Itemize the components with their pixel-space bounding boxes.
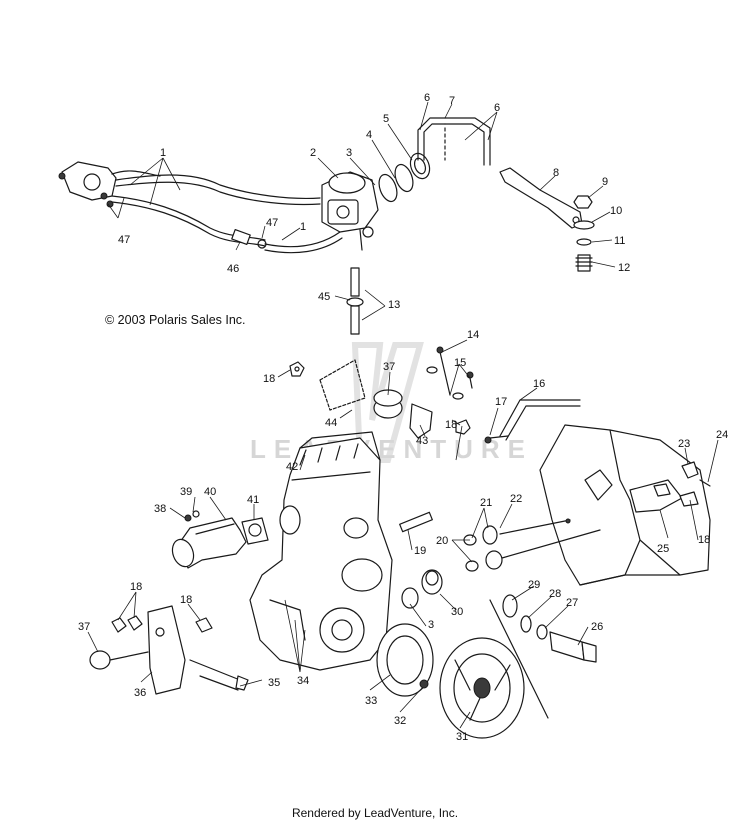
callout-27: 27 [566, 597, 578, 609]
callout-3: 3 [428, 619, 434, 631]
bolts-35 [189, 659, 249, 691]
callout-29: 29 [528, 579, 540, 591]
callout-47: 47 [118, 234, 130, 246]
frame-section [539, 424, 711, 586]
spacer-29-28-27 [502, 594, 548, 640]
carb-boots [378, 152, 431, 203]
carburetor [321, 171, 379, 251]
callout-38: 38 [154, 503, 166, 515]
cover-33 [376, 623, 434, 697]
callout-45: 45 [318, 291, 330, 303]
callout-22: 22 [510, 493, 522, 505]
callout-1: 1 [300, 221, 306, 233]
callout-36: 36 [134, 687, 146, 699]
callout-5: 5 [383, 113, 389, 125]
callout-10: 10 [610, 205, 622, 217]
mount-bracket-36 [147, 605, 186, 695]
callout-2: 2 [310, 147, 316, 159]
callout-19: 19 [414, 545, 426, 557]
callout-47: 47 [266, 217, 278, 229]
callout-37: 37 [383, 361, 395, 373]
callout-1: 1 [160, 147, 166, 159]
callout-26: 26 [591, 621, 603, 633]
callout-23: 23 [678, 438, 690, 450]
pin-19 [399, 511, 433, 533]
bracket-8 [499, 167, 583, 229]
drive-clutch-31 [439, 599, 549, 739]
callout-6: 6 [424, 92, 430, 104]
callout-21: 21 [480, 497, 492, 509]
copyright-notice: © 2003 Polaris Sales Inc. [105, 313, 246, 327]
nut-18-top [289, 361, 305, 377]
callout-3: 3 [346, 147, 352, 159]
footer-credit: Rendered by LeadVenture, Inc. [291, 806, 459, 820]
callout-6: 6 [494, 102, 500, 114]
callout-37: 37 [78, 621, 90, 633]
gasket-41 [241, 517, 269, 545]
callout-42: 42 [286, 461, 298, 473]
spacer-30 [421, 569, 443, 595]
callout-11: 11 [614, 235, 625, 247]
mount-37-lower [89, 615, 213, 670]
exhaust-pipe-40 [171, 517, 247, 569]
callout-18: 18 [180, 594, 192, 606]
callout-17: 17 [495, 396, 507, 408]
fuel-lines [111, 170, 343, 254]
vent-hoses [417, 117, 491, 166]
stud-13 [346, 267, 364, 335]
callout-35: 35 [268, 677, 280, 689]
callout-33: 33 [365, 695, 377, 707]
callout-18: 18 [263, 373, 275, 385]
bolt-38-39 [184, 510, 200, 522]
hardware-9-12 [573, 195, 595, 272]
seal-3-lower [401, 587, 419, 609]
callout-12: 12 [618, 262, 630, 274]
engine-block [249, 431, 393, 671]
callout-25: 25 [657, 543, 669, 555]
inline-fitting [231, 228, 267, 249]
callout-13: 13 [388, 299, 400, 311]
callout-34: 34 [297, 675, 309, 687]
callout-8: 8 [553, 167, 559, 179]
callout-43: 43 [416, 435, 428, 447]
callout-18: 18 [445, 419, 457, 431]
callout-44: 44 [325, 417, 337, 429]
callout-18: 18 [130, 581, 142, 593]
callout-46: 46 [227, 263, 239, 275]
leader-lines [87, 101, 719, 729]
callout-15: 15 [454, 357, 466, 369]
callout-18: 18 [698, 534, 710, 546]
callouts: 1 1 2 3 3 4 5 6 6 7 8 9 10 11 12 13 14 1… [78, 92, 728, 743]
mounts-20-21 [463, 518, 601, 572]
callout-7: 7 [449, 95, 455, 107]
callout-40: 40 [204, 486, 216, 498]
callout-32: 32 [394, 715, 406, 727]
bolt-26 [549, 631, 597, 663]
engine-mount-37-top [319, 359, 433, 439]
bolts-14-15 [426, 346, 474, 435]
callout-16: 16 [533, 378, 545, 390]
callout-20: 20 [436, 535, 448, 547]
fuel-pump [58, 161, 117, 208]
bracket-25 [629, 461, 711, 513]
callout-24: 24 [716, 429, 728, 441]
callout-9: 9 [602, 176, 608, 188]
callout-39: 39 [180, 486, 192, 498]
callout-14: 14 [467, 329, 479, 341]
callout-30: 30 [451, 606, 463, 618]
callout-28: 28 [549, 588, 561, 600]
screw-32 [419, 679, 429, 689]
callout-31: 31 [456, 731, 468, 743]
callout-4: 4 [366, 129, 372, 141]
callout-41: 41 [247, 494, 259, 506]
